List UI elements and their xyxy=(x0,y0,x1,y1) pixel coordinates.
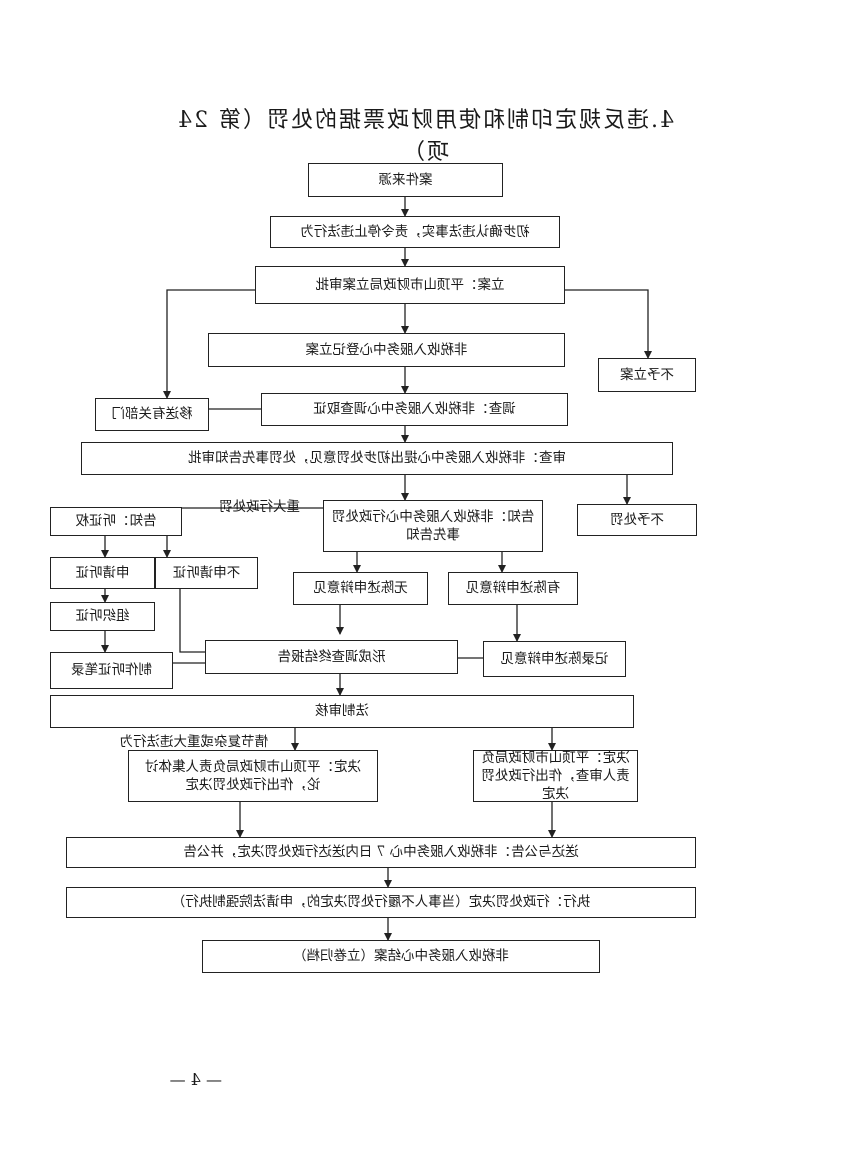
node-transfer: 移送有关部门 xyxy=(95,398,209,431)
node-filing-approval: 立案：平顶山市财政局立案审批 xyxy=(255,266,565,304)
node-record-defense: 记录陈述申辩意见 xyxy=(483,641,626,677)
node-no-filing: 不予立案 xyxy=(598,358,696,392)
node-final-report: 形成调查终结报告 xyxy=(205,640,458,674)
node-investigation: 调查：非税收入服务中心调查取证 xyxy=(261,393,568,426)
node-no-penalty: 不予处罚 xyxy=(577,504,697,536)
node-register-filing: 非税收入服务中心登记立案 xyxy=(208,333,565,367)
node-no-defense: 无陈述申辩意见 xyxy=(293,572,428,605)
page-number: — 4 — xyxy=(169,1070,222,1089)
label-major-penalty: 重大行政处罚 xyxy=(219,499,300,515)
edge-filing-nofiling xyxy=(565,289,652,359)
node-confirm-facts: 初步确认违法事实，责令停止违法行为 xyxy=(270,216,560,248)
node-hearing-record: 制作听证笔录 xyxy=(50,652,173,689)
node-hearing-right: 告知：听证权 xyxy=(50,507,182,536)
node-case-source: 案件来源 xyxy=(308,163,503,197)
node-organize-hearing: 组织听证 xyxy=(50,602,155,631)
node-review: 审查：非税收入服务中心提出初步处罚意见，处罚事先告知审批 xyxy=(81,442,673,475)
edge-nohearing-report xyxy=(179,589,205,653)
node-execution: 执行：行政处罚决定（当事人不履行处罚决定的，申请法院强制执行） xyxy=(66,887,696,918)
node-delivery: 送达与公告：非税收入服务中心 7 日内送达行政处罚决定，并公告 xyxy=(66,837,696,868)
node-legal-review: 法制审核 xyxy=(50,695,634,728)
node-close-case: 非税收入服务中心结案（立卷归档） xyxy=(202,940,600,973)
node-no-hearing: 不申请听证 xyxy=(155,557,258,589)
node-apply-hearing: 申请听证 xyxy=(50,557,155,589)
label-complex-case: 情节复杂或重大违法行为 xyxy=(119,734,269,750)
node-decision-collective: 决定：平顶山市财政局负责人集体讨论，作出行政处罚决定 xyxy=(128,750,378,802)
edge-filing-transfer xyxy=(163,289,255,399)
node-has-defense: 有陈述申辩意见 xyxy=(448,572,578,605)
node-prior-notice: 告知：非税收入服务中心行政处罚事先告知 xyxy=(323,500,543,552)
node-decision-head: 决定：平顶山市财政局负责人审查，作出行政处罚决定 xyxy=(473,750,638,802)
